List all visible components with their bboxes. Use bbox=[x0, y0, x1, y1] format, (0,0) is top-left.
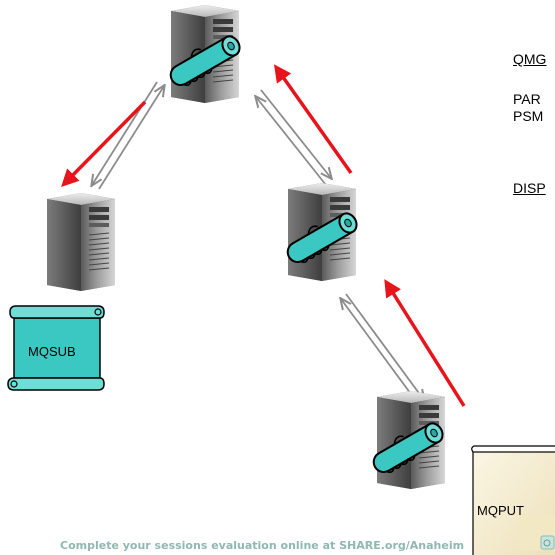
subscriber-scroll: MQSUB bbox=[7, 305, 105, 391]
flow-arrow-top-to-left bbox=[61, 100, 147, 187]
channel-middle-to-bottom bbox=[345, 293, 424, 400]
footer-evaluation-text: Complete your sessions evaluation online… bbox=[60, 539, 465, 552]
server-left bbox=[46, 192, 116, 292]
server-middle bbox=[280, 182, 363, 282]
param-line-2: PSM bbox=[513, 108, 544, 124]
channel-bottom-to-middle bbox=[341, 299, 420, 406]
subscriber-label: MQSUB bbox=[28, 344, 76, 359]
channel-arrows bbox=[92, 81, 424, 406]
qmgr-heading: QMG bbox=[513, 51, 547, 67]
channel-top-to-left bbox=[92, 81, 158, 185]
footer-icon bbox=[540, 535, 555, 550]
server-icon bbox=[46, 192, 116, 292]
publisher-label: MQPUT bbox=[477, 503, 524, 518]
server-top bbox=[163, 4, 246, 104]
param-line-1: PAR bbox=[513, 91, 541, 107]
channel-middle-to-top bbox=[256, 97, 327, 186]
publication-flow-arrows bbox=[61, 64, 466, 407]
display-heading: DISP bbox=[513, 180, 546, 196]
channel-left-to-top bbox=[98, 86, 164, 190]
flow-arrow-middle-to-top bbox=[273, 64, 353, 175]
flow-arrow-bottom-to-middle bbox=[384, 279, 466, 407]
server-bottom bbox=[366, 390, 449, 490]
channel-top-to-middle bbox=[260, 89, 331, 178]
